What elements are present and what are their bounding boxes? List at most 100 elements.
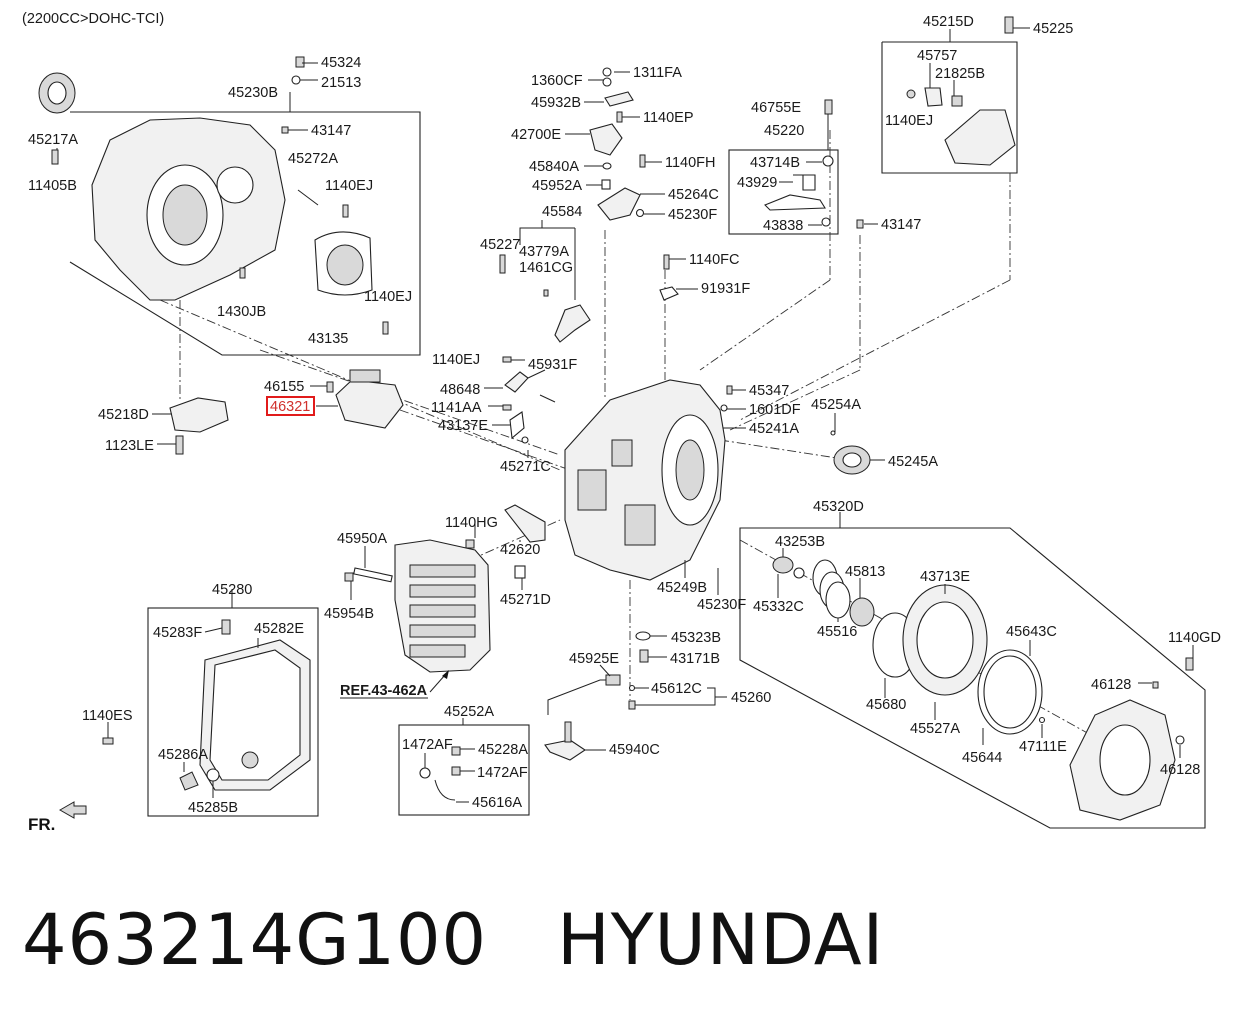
mount-insulator (944, 109, 1016, 166)
callout-46755e[interactable]: 46755E (751, 100, 801, 116)
callout-21513[interactable]: 21513 (321, 75, 361, 91)
callout-45616a[interactable]: 45616A (472, 795, 522, 811)
callout-45285b[interactable]: 45285B (188, 800, 238, 816)
callout-45280[interactable]: 45280 (212, 582, 252, 598)
callout-43137e[interactable]: 43137E (438, 418, 488, 434)
callout-1140gd[interactable]: 1140GD (1168, 630, 1221, 646)
callout-43253b[interactable]: 43253B (775, 534, 825, 550)
callout-1140hg[interactable]: 1140HG (445, 515, 498, 531)
callout-45584[interactable]: 45584 (542, 204, 582, 220)
callout-43714b[interactable]: 43714B (750, 155, 800, 171)
callout-46155[interactable]: 46155 (264, 379, 304, 395)
callout-45320d[interactable]: 45320D (813, 499, 864, 515)
callout-11405b[interactable]: 11405B (28, 178, 77, 194)
callout-45680[interactable]: 45680 (866, 697, 906, 713)
callout-43171b[interactable]: 43171B (670, 651, 720, 667)
inhibitor-switch-42700e (589, 123, 623, 156)
callout-45228a[interactable]: 45228A (478, 742, 528, 758)
callout-91931f[interactable]: 91931F (701, 281, 750, 297)
callout-1472af-a[interactable]: 1472AF (402, 737, 453, 753)
callout-46128-b[interactable]: 46128 (1160, 762, 1200, 778)
callout-1140ej-c[interactable]: 1140EJ (364, 289, 412, 305)
callout-42700e[interactable]: 42700E (511, 127, 561, 143)
front-direction-arrow (58, 801, 87, 819)
callout-45230f-b[interactable]: 45230F (697, 597, 746, 613)
callout-45954b[interactable]: 45954B (324, 606, 374, 622)
callout-45215d[interactable]: 45215D (923, 14, 974, 30)
callout-45932b[interactable]: 45932B (531, 95, 581, 111)
callout-45271c[interactable]: 45271C (500, 459, 551, 475)
mount-bracket-45218d (169, 397, 229, 433)
callout-43929[interactable]: 43929 (737, 175, 777, 191)
callout-21825b[interactable]: 21825B (935, 66, 985, 82)
callout-1430jb[interactable]: 1430JB (217, 304, 266, 320)
part-caption: 463214G100 HYUNDAI (22, 885, 1222, 995)
callout-45220[interactable]: 45220 (764, 123, 804, 139)
callout-1140ej-a[interactable]: 1140EJ (885, 113, 933, 129)
manual-lever-45940c (544, 739, 586, 761)
callout-1123le[interactable]: 1123LE (105, 438, 154, 454)
callout-45283f[interactable]: 45283F (153, 625, 202, 641)
callout-45950a[interactable]: 45950A (337, 531, 387, 547)
callout-45757[interactable]: 45757 (917, 48, 957, 64)
callout-45271d[interactable]: 45271D (500, 592, 551, 608)
callout-1140es[interactable]: 1140ES (82, 708, 133, 724)
callout-45347[interactable]: 45347 (749, 383, 789, 399)
callout-45260[interactable]: 45260 (731, 690, 771, 706)
callout-45245a[interactable]: 45245A (888, 454, 938, 470)
callout-45230b[interactable]: 45230B (228, 85, 278, 101)
callout-1472af-b[interactable]: 1472AF (477, 765, 528, 781)
callout-1140ej-d[interactable]: 1140EJ (432, 352, 480, 368)
callout-45252a[interactable]: 45252A (444, 704, 494, 720)
callout-43147-b[interactable]: 43147 (881, 217, 921, 233)
callout-45931f[interactable]: 45931F (528, 357, 577, 373)
callout-45272a[interactable]: 45272A (288, 151, 338, 167)
callout-45217a[interactable]: 45217A (28, 132, 78, 148)
callout-1140fh[interactable]: 1140FH (665, 155, 716, 171)
callout-45249b[interactable]: 45249B (657, 580, 707, 596)
callout-42620[interactable]: 42620 (500, 542, 540, 558)
callout-1141aa[interactable]: 1141AA (431, 400, 482, 416)
callout-45230f-a[interactable]: 45230F (668, 207, 717, 223)
callout-45813[interactable]: 45813 (845, 564, 885, 580)
callout-47111e[interactable]: 47111E (1019, 739, 1067, 755)
callout-45264c[interactable]: 45264C (668, 187, 719, 203)
exploded-parts-diagram: 45215D 45225 45757 21825B 1140EJ 45324 2… (28, 14, 1221, 829)
callout-45286a[interactable]: 45286A (158, 747, 208, 763)
callout-45516[interactable]: 45516 (817, 624, 857, 640)
callout-45925e[interactable]: 45925E (569, 651, 619, 667)
callout-45241a[interactable]: 45241A (749, 421, 799, 437)
callout-43713e[interactable]: 43713E (920, 569, 970, 585)
callout-45218d[interactable]: 45218D (98, 407, 149, 423)
callout-1311fa[interactable]: 1311FA (633, 65, 682, 81)
callout-45282e[interactable]: 45282E (254, 621, 304, 637)
callout-45527a[interactable]: 45527A (910, 721, 960, 737)
callout-45644[interactable]: 45644 (962, 750, 1002, 766)
callout-46321[interactable]: 46321 (270, 399, 310, 415)
callout-1601df[interactable]: 1601DF (749, 402, 801, 418)
callout-45840a[interactable]: 45840A (529, 159, 579, 175)
callout-45323b[interactable]: 45323B (671, 630, 721, 646)
callout-1360cf[interactable]: 1360CF (531, 73, 583, 89)
callout-43135[interactable]: 43135 (308, 331, 348, 347)
group-frame-45320d (739, 527, 1206, 829)
callout-45643c[interactable]: 45643C (1006, 624, 1057, 640)
callout-43838[interactable]: 43838 (763, 218, 803, 234)
callout-43779a[interactable]: 43779A (519, 244, 569, 260)
callout-1461cg[interactable]: 1461CG (519, 260, 573, 276)
callout-45940c[interactable]: 45940C (609, 742, 660, 758)
callout-45324[interactable]: 45324 (321, 55, 361, 71)
callout-43147-a[interactable]: 43147 (311, 123, 351, 139)
callout-45332c[interactable]: 45332C (753, 599, 804, 615)
callout-1140fc[interactable]: 1140FC (689, 252, 740, 268)
callout-45225[interactable]: 45225 (1033, 21, 1073, 37)
callout-46128-a[interactable]: 46128 (1091, 677, 1131, 693)
callout-45612c[interactable]: 45612C (651, 681, 702, 697)
callout-ref-43-462a[interactable]: REF.43-462A (340, 683, 428, 699)
callout-45254a[interactable]: 45254A (811, 397, 861, 413)
callout-45227[interactable]: 45227 (480, 237, 520, 253)
callout-45952a[interactable]: 45952A (532, 178, 582, 194)
callout-48648[interactable]: 48648 (440, 382, 480, 398)
callout-1140ej-b[interactable]: 1140EJ (325, 178, 373, 194)
callout-1140ep[interactable]: 1140EP (643, 110, 694, 126)
